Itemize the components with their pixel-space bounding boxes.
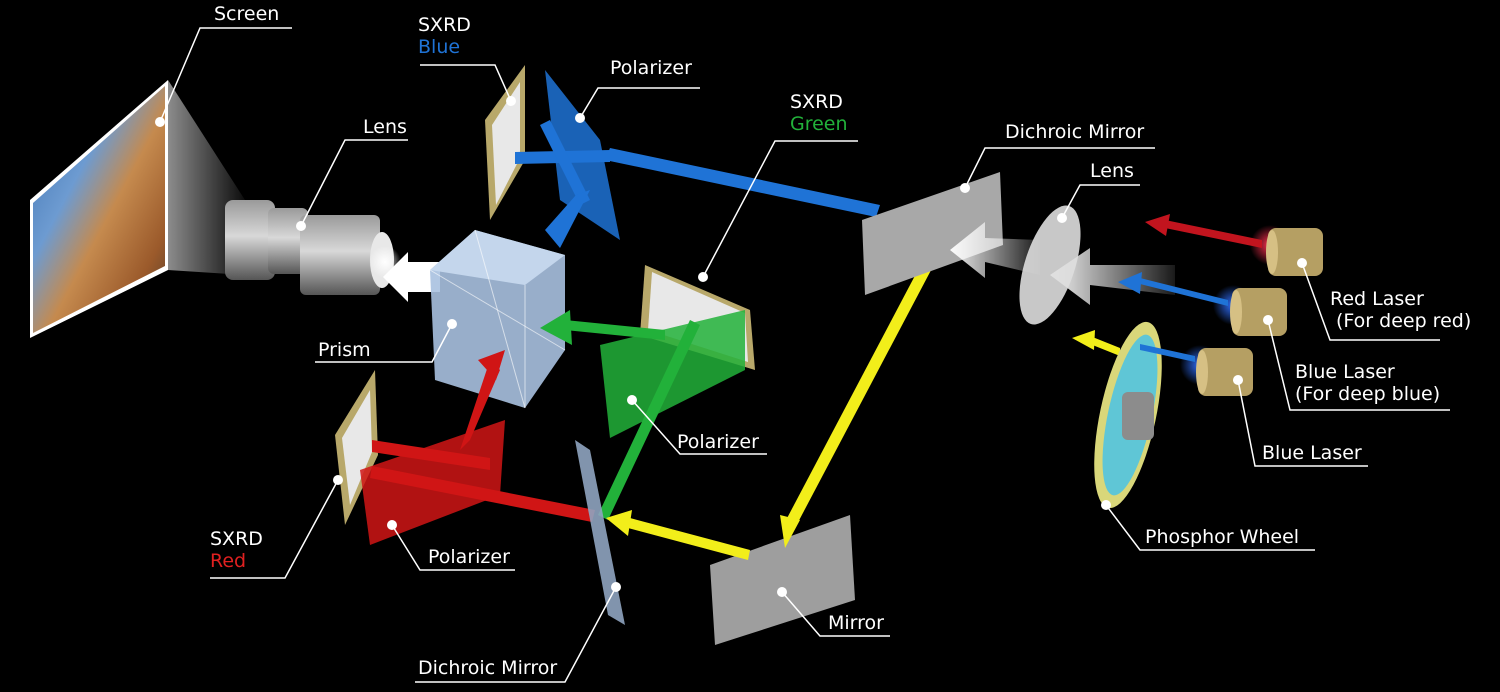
blue-laser-deep [1213,285,1287,336]
label-red-laser-line2: (For deep red) [1336,310,1472,332]
red-laser [1250,225,1323,276]
label-blue-laser-deep-line2: (For deep blue) [1295,383,1441,405]
white-beam-to-dichroic [950,222,1040,278]
label-mirror: Mirror [828,612,884,634]
label-sxrd-blue-name: SXRD [418,14,471,36]
label-polarizer-top: Polarizer [610,57,692,79]
red-beam [370,350,595,522]
label-sxrd-red-name: SXRD [210,528,263,550]
leader-lines [159,27,1450,683]
blue-beam [515,120,880,248]
prism [429,229,566,409]
label-polarizer-green: Polarizer [677,431,759,453]
white-beam-prism-to-lens [383,252,440,302]
phosphor-wheel [1094,321,1162,509]
white-beam-lasers-to-lens [1050,248,1175,305]
condenser-lens [1019,205,1081,325]
dichroic-mirror-top [862,172,1003,295]
label-polarizer-red: Polarizer [428,546,510,568]
label-phosphor-wheel: Phosphor Wheel [1145,526,1300,548]
dichroic-mirror-bottom [575,440,625,625]
label-sxrd-green: SXRD Green [790,91,848,135]
label-sxrd-red-color: Red [210,550,247,572]
mirror [710,515,855,645]
screen [30,80,168,338]
label-dichroic-mirror-bottom: Dichroic Mirror [418,657,558,679]
laser-beams [1118,214,1262,362]
label-sxrd-green-color: Green [790,113,848,135]
label-blue-laser: Blue Laser [1262,442,1362,464]
projection-lens [225,200,401,295]
label-dichroic-mirror-top: Dichroic Mirror [1005,121,1145,143]
label-sxrd-blue: SXRD Blue [418,14,471,58]
label-red-laser: Red Laser (For deep red) [1330,288,1471,332]
sxrd-red-panel [335,370,378,525]
label-lens-right: Lens [1090,160,1134,182]
label-lens-projection: Lens [363,116,407,138]
label-screen: Screen [214,3,280,25]
yellow-beam [606,232,1120,560]
leader-dots [155,96,1307,597]
label-red-laser-line1: Red Laser [1330,288,1424,310]
blue-laser [1180,345,1253,396]
label-sxrd-red: SXRD Red [210,528,263,572]
label-blue-laser-deep: Blue Laser (For deep blue) [1295,361,1440,405]
label-sxrd-blue-color: Blue [418,36,461,58]
label-blue-laser-deep-line1: Blue Laser [1295,361,1395,383]
label-prism: Prism [318,339,371,361]
label-sxrd-green-name: SXRD [790,91,843,113]
